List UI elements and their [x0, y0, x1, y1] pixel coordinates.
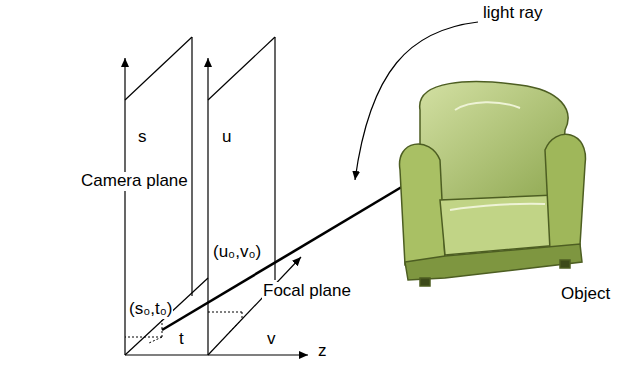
- axis-label: v: [266, 330, 277, 349]
- object-label: Object: [560, 285, 611, 304]
- sofa-object: [400, 82, 586, 286]
- point-label: (s₀,t₀): [128, 300, 173, 319]
- plane-label: Camera plane: [80, 172, 189, 191]
- focal-plane: [208, 37, 301, 355]
- axis-label: s: [137, 128, 148, 147]
- camera-plane: [125, 37, 208, 355]
- plane-label: Focal plane: [262, 282, 352, 301]
- axis-label: u: [221, 128, 232, 147]
- point-label: (u₀,v₀): [212, 243, 262, 262]
- callout-label: light ray: [482, 4, 544, 23]
- light-ray: [162, 182, 410, 330]
- z-axis: [125, 354, 308, 355]
- axis-label: z: [317, 342, 328, 361]
- axis-label: t: [178, 330, 185, 349]
